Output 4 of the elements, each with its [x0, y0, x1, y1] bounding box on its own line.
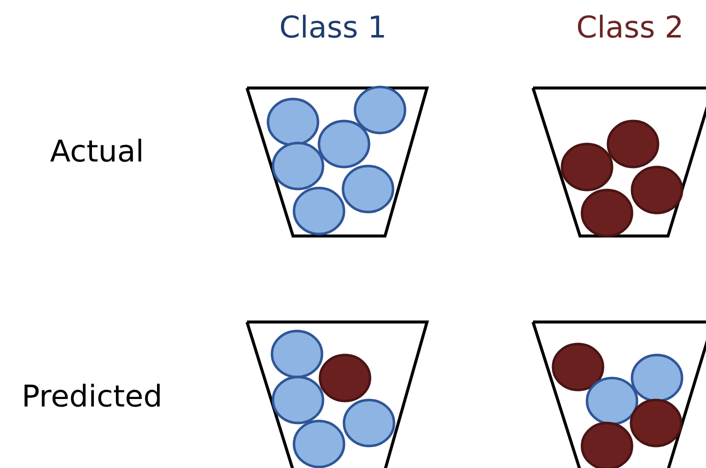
row-heading: Predicted — [22, 380, 162, 414]
class-heading: Class 2 — [576, 10, 684, 46]
row-heading: Actual — [50, 134, 144, 170]
class-heading: Class 1 — [279, 10, 387, 46]
